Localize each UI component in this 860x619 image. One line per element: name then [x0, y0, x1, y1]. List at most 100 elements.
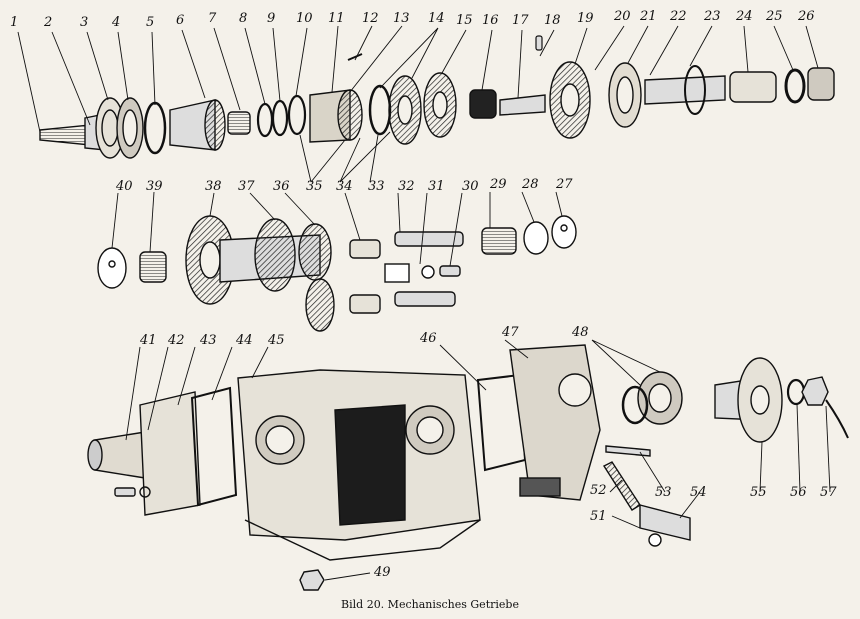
part-number-31: 31 [428, 179, 445, 194]
sleeve-24 [729, 71, 777, 103]
drain-plug [299, 569, 325, 591]
part-number-30: 30 [462, 179, 479, 194]
part-number-32: 32 [398, 179, 415, 194]
woodruff-key [535, 35, 543, 51]
part-number-26: 26 [798, 9, 815, 24]
idler-pin [394, 291, 456, 307]
part-number-36: 36 [273, 179, 290, 194]
part-number-48: 48 [572, 325, 589, 340]
part-number-34: 34 [336, 179, 353, 194]
speedometer-fitting [648, 533, 662, 547]
part-number-12: 12 [362, 11, 379, 26]
part-number-40: 40 [116, 179, 133, 194]
part-number-9: 9 [267, 11, 276, 26]
part-number-13: 13 [393, 11, 410, 26]
rear-housing-bore [558, 373, 592, 407]
part-number-29: 29 [490, 177, 507, 192]
housing-assembly [87, 344, 849, 591]
countershaft-assembly [97, 215, 577, 332]
small-parts [347, 35, 543, 61]
part-number-33: 33 [368, 179, 385, 194]
part-number-54: 54 [690, 485, 707, 500]
part-number-15: 15 [456, 13, 473, 28]
part-number-56: 56 [790, 485, 807, 500]
cotter-pin [825, 399, 849, 439]
housing-window [334, 404, 406, 526]
part-number-14: 14 [428, 11, 445, 26]
part-number-38: 38 [205, 179, 222, 194]
part-number-1: 1 [10, 15, 19, 30]
snap-ring-c [287, 94, 307, 136]
part-number-23: 23 [704, 9, 721, 24]
front-cover-plate [139, 391, 201, 516]
speedometer-drive-gear [602, 461, 641, 511]
part-number-52: 52 [590, 483, 607, 498]
locking-pin [347, 53, 363, 61]
part-number-44: 44 [236, 333, 253, 348]
ring-25 [784, 68, 806, 104]
speedometer-housing [639, 504, 691, 541]
sleeve-34 [349, 239, 381, 259]
part-number-4: 4 [112, 15, 121, 30]
bolt-head [421, 265, 435, 279]
o-ring-48 [621, 385, 649, 425]
part-number-35: 35 [306, 179, 323, 194]
part-number-55: 55 [750, 485, 767, 500]
snap-ring-a [256, 102, 274, 138]
long-bolt [605, 445, 651, 457]
part-number-20: 20 [614, 9, 631, 24]
part-number-18: 18 [544, 13, 561, 28]
rear-housing [509, 344, 601, 501]
cluster-gear-37 [254, 218, 296, 292]
thrust-washer-27 [551, 215, 577, 249]
part-number-19: 19 [577, 11, 594, 26]
needle-bearing [227, 111, 251, 135]
thrust-washer-40 [97, 247, 127, 289]
bolt-29 [439, 265, 461, 277]
countershaft-pin [394, 231, 464, 247]
part-number-42: 42 [168, 333, 185, 348]
part-number-6: 6 [176, 13, 185, 28]
part-number-22: 22 [670, 9, 687, 24]
part-number-16: 16 [482, 13, 499, 28]
castle-nut [801, 376, 829, 406]
part-number-11: 11 [328, 11, 345, 26]
part-number-57: 57 [820, 485, 837, 500]
cover-bolt [114, 487, 136, 497]
needle-bearing-28 [481, 227, 517, 255]
part-number-45: 45 [268, 333, 285, 348]
part-number-7: 7 [208, 11, 217, 26]
needle-bearing-39 [139, 251, 167, 283]
part-number-53: 53 [655, 485, 672, 500]
part-number-3: 3 [80, 15, 89, 30]
snap-ring-b [271, 99, 289, 137]
cluster-gear-36 [298, 223, 332, 281]
main-shaft-assembly [39, 61, 835, 159]
main-shaft [499, 94, 546, 116]
part-number-10: 10 [296, 11, 313, 26]
part-number-46: 46 [420, 331, 437, 346]
part-number-49: 49 [374, 565, 391, 580]
part-number-51: 51 [590, 509, 607, 524]
part-number-37: 37 [238, 179, 255, 194]
thrust-washer-28 [523, 221, 549, 255]
synchro-ring [368, 84, 392, 136]
part-number-47: 47 [502, 325, 519, 340]
cover-washer [139, 486, 151, 498]
cluster-gear-small [305, 278, 335, 332]
part-number-5: 5 [146, 15, 155, 30]
part-number-43: 43 [200, 333, 217, 348]
housing-foot [519, 477, 561, 497]
leader-lines [17, 25, 831, 581]
sleeve-33 [349, 294, 381, 314]
part-number-17: 17 [512, 13, 529, 28]
cover-gasket [190, 386, 238, 507]
snap-ring-23 [684, 65, 706, 115]
cap-26 [807, 67, 835, 101]
part-number-27: 27 [556, 177, 573, 192]
figure-caption: Bild 20. Mechanisches Getriebe [341, 598, 519, 611]
part-number-28: 28 [522, 177, 539, 192]
part-number-24: 24 [736, 9, 753, 24]
part-number-41: 41 [140, 333, 157, 348]
